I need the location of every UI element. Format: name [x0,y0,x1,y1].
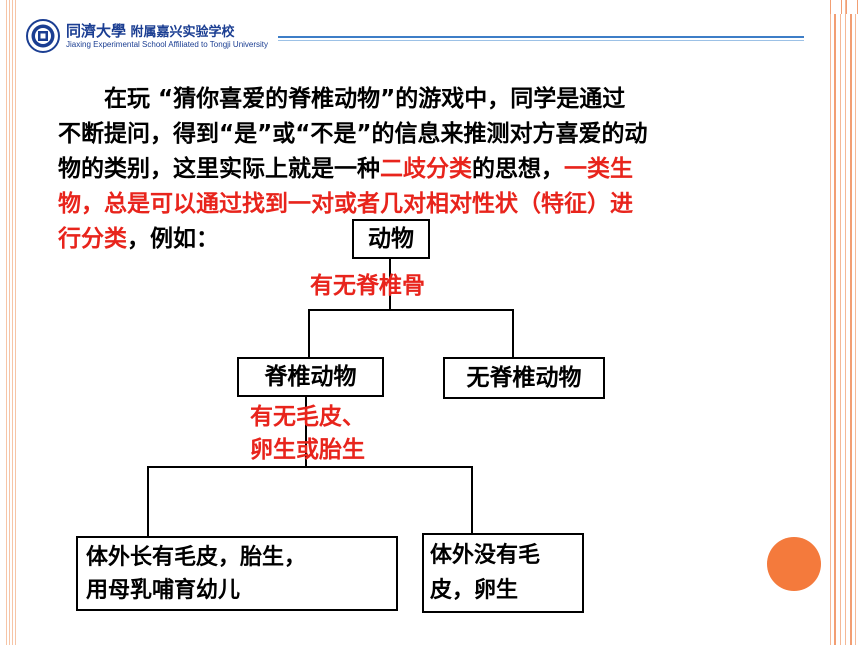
school-name-en: Jiaxing Experimental School Affiliated t… [66,40,269,49]
paragraph-line: 在玩 “猜你喜爱的脊椎动物”的游戏中，同学是通过 [104,86,626,112]
node-invertebrates-label: 无脊椎动物 [466,365,582,391]
paragraph-text: 的思想， [472,156,564,182]
node-animals: 动物 [352,219,430,259]
node-vertebrates-label: 脊椎动物 [264,364,357,390]
right-border-line [850,0,852,645]
paragraph-text: 物的类别，这里实际上就是一种 [58,156,380,182]
intro-paragraph: 在玩 “猜你喜爱的脊椎动物”的游戏中，同学是通过 不断提问，得到“是”或“不是”… [58,82,786,257]
left-decorative-border [6,0,18,645]
criterion-line: 有无毛皮、 [250,404,365,430]
paragraph-line: 行分类，例如： [58,222,786,257]
school-logo [26,19,60,53]
node-mammals: 体外长有毛皮，胎生， 用母乳哺育幼儿 [76,536,398,611]
node-vertebrates: 脊椎动物 [237,357,384,397]
school-name-main: 同濟大學 [66,22,127,40]
header-rule [278,36,804,38]
orange-circle-decoration [767,537,821,591]
highlight-dichotomous: 二歧分类 [380,156,472,182]
right-decorative-border [828,0,860,645]
school-name-cn: 同濟大學 附属嘉兴实验学校 [66,20,235,41]
right-border-tab [830,0,842,14]
highlight-text: 一类生 [564,156,633,182]
right-border-line [834,0,836,645]
criterion-fur-reproduction: 有无毛皮、 卵生或胎生 [250,401,365,467]
node-non-mammals: 体外没有毛 皮，卵生 [422,533,584,613]
node-invertebrates: 无脊椎动物 [443,357,605,399]
school-name-sub: 附属嘉兴实验学校 [130,25,235,40]
node-non-mammals-line: 皮，卵生 [430,578,519,603]
paragraph-text: ，例如： [127,226,219,252]
criterion-line: 卵生或胎生 [250,437,365,463]
paragraph-line-highlight: 物，总是可以通过找到一对或者几对相对性状（特征）进 [58,191,633,217]
right-border-tab [846,0,858,14]
paragraph-line: 不断提问，得到“是”或“不是”的信息来推测对方喜爱的动 [58,121,648,147]
header-rule-thin [278,40,804,41]
criterion-backbone: 有无脊椎骨 [310,273,425,299]
node-mammals-line: 用母乳哺育幼儿 [86,578,241,603]
highlight-text: 行分类 [58,226,127,252]
node-non-mammals-line: 体外没有毛 [430,543,541,568]
node-animals-label: 动物 [368,226,414,252]
paragraph-line: 物的类别，这里实际上就是一种二歧分类的思想，一类生 [58,152,786,187]
node-mammals-line: 体外长有毛皮，胎生， [86,545,307,570]
